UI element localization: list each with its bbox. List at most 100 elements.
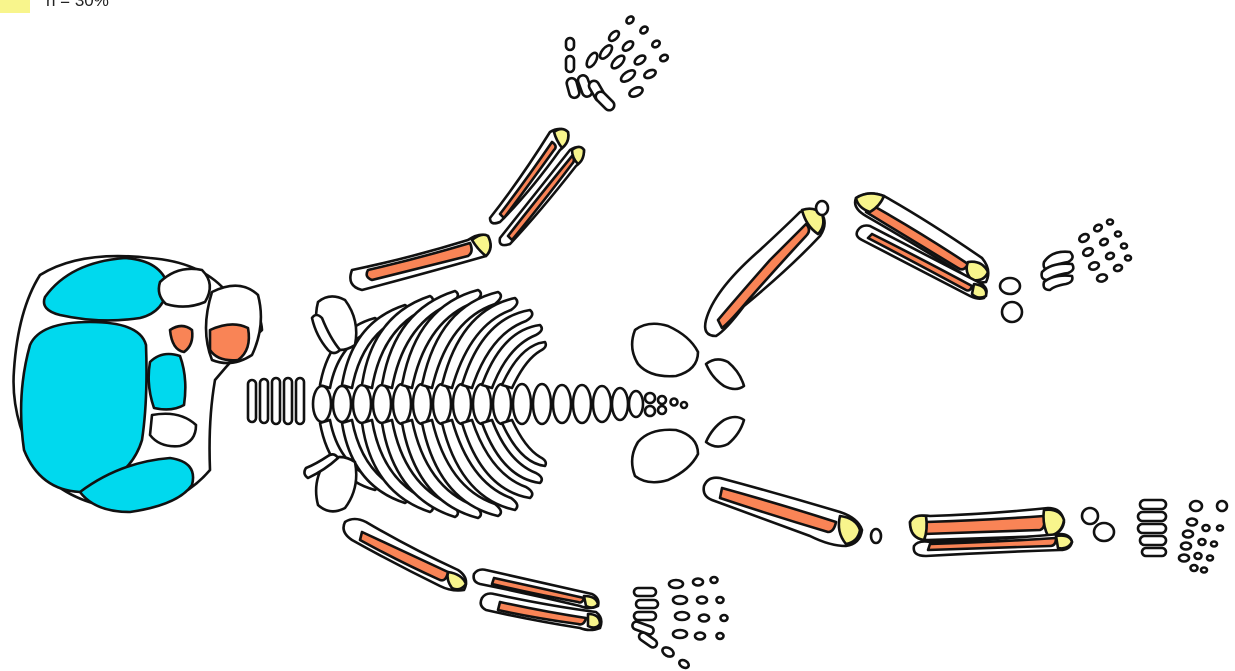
- metatarsal: [1140, 500, 1166, 509]
- phalanx: [566, 38, 574, 50]
- phalanx: [598, 43, 614, 60]
- phalanx: [1201, 568, 1207, 573]
- phalanx: [1199, 539, 1206, 545]
- phalanx: [675, 612, 689, 620]
- phalanx: [661, 646, 675, 659]
- phalanx: [1121, 244, 1127, 249]
- phalanx: [1179, 555, 1189, 562]
- phalanx: [1125, 256, 1131, 261]
- phalanx: [1115, 232, 1121, 237]
- phalanx: [1217, 501, 1227, 511]
- vertebra: [533, 384, 551, 424]
- phalanx: [717, 597, 724, 603]
- phalanx: [678, 658, 690, 669]
- phalanx: [673, 596, 687, 604]
- phalanx: [1105, 252, 1115, 260]
- vertebra: [353, 385, 371, 423]
- metacarpal: [638, 631, 659, 649]
- vertebra: [373, 385, 391, 423]
- vertebra: [284, 378, 292, 424]
- vertebra: [433, 384, 451, 424]
- phalanx: [610, 54, 627, 71]
- tibia-bottom-epiphysis-distal: [1044, 510, 1065, 536]
- phalanx: [1099, 238, 1109, 247]
- phalanx: [1190, 501, 1202, 511]
- phalanx: [619, 68, 637, 84]
- foot-bottom: [1138, 500, 1227, 573]
- phalanx: [1207, 556, 1213, 561]
- phalanx: [1107, 220, 1113, 225]
- vertebra: [573, 385, 591, 423]
- phalanx: [1078, 232, 1090, 243]
- sacral-element: [645, 406, 655, 416]
- calcaneus-bottom: [1094, 523, 1114, 541]
- vertebra: [513, 384, 531, 424]
- phalanx: [566, 56, 574, 72]
- vertebra: [493, 384, 511, 424]
- phalanx: [695, 633, 705, 640]
- vertebra: [553, 385, 571, 423]
- fibula-bottom-epiphysis: [1056, 536, 1072, 549]
- phalanx: [1088, 261, 1100, 271]
- mandible: [150, 414, 196, 447]
- metatarsal: [1140, 536, 1166, 545]
- sacral-element: [645, 393, 655, 403]
- patella-bottom: [871, 529, 881, 543]
- vertebra: [413, 384, 431, 424]
- vertebra: [333, 386, 351, 422]
- phalanx: [721, 615, 728, 621]
- phalanx: [1183, 531, 1193, 538]
- skull: [14, 256, 262, 512]
- vertebra: [393, 384, 411, 424]
- upper-limb-top: [350, 15, 669, 290]
- vertebra: [260, 379, 268, 423]
- phalanx: [1191, 565, 1198, 571]
- hand-bottom: [631, 577, 727, 670]
- tibia-bottom-epiphysis-proximal: [910, 516, 927, 540]
- phalanx: [669, 580, 683, 588]
- occipital-bone: [149, 354, 186, 409]
- phalanx: [651, 39, 661, 49]
- metacarpal: [636, 600, 658, 608]
- phalanx: [1217, 526, 1223, 531]
- ilium-lower: [632, 430, 698, 483]
- patella-top: [816, 201, 828, 215]
- vertebra: [593, 386, 611, 422]
- phalanx: [621, 39, 635, 52]
- vertebra: [453, 384, 471, 424]
- phalanx: [628, 85, 644, 98]
- phalanx: [1113, 264, 1122, 272]
- phalanx: [585, 51, 600, 69]
- vertebra: [272, 378, 280, 424]
- ischium-lower: [706, 417, 744, 447]
- phalanx: [607, 29, 620, 42]
- metacarpal: [634, 612, 656, 620]
- phalanx: [1195, 553, 1202, 559]
- upper-limb-bottom: [344, 519, 728, 670]
- phalanx: [1211, 542, 1217, 547]
- phalanx: [659, 54, 669, 63]
- foot-top: [1042, 220, 1131, 291]
- metatarsal: [1142, 548, 1166, 556]
- metatarsal: [1138, 512, 1166, 521]
- phalanx: [699, 615, 709, 622]
- metatarsal: [1138, 524, 1166, 533]
- phalanx: [1096, 273, 1107, 282]
- phalanx: [633, 54, 647, 67]
- coccyx-element: [681, 402, 687, 408]
- phalanx: [693, 579, 703, 586]
- phalanx: [1093, 223, 1103, 232]
- vertebra: [248, 380, 256, 422]
- metacarpal: [634, 588, 656, 596]
- ilium-upper: [632, 324, 698, 377]
- phalanx: [1181, 543, 1191, 550]
- lower-limb-bottom: [704, 478, 1227, 573]
- vertebra: [473, 384, 491, 424]
- metacarpal: [594, 90, 617, 113]
- vertebra: [296, 378, 304, 424]
- ulna-bottom-epiphysis: [588, 614, 600, 628]
- hand-top: [566, 15, 669, 112]
- phalanx: [711, 577, 718, 583]
- phalanx: [625, 15, 635, 25]
